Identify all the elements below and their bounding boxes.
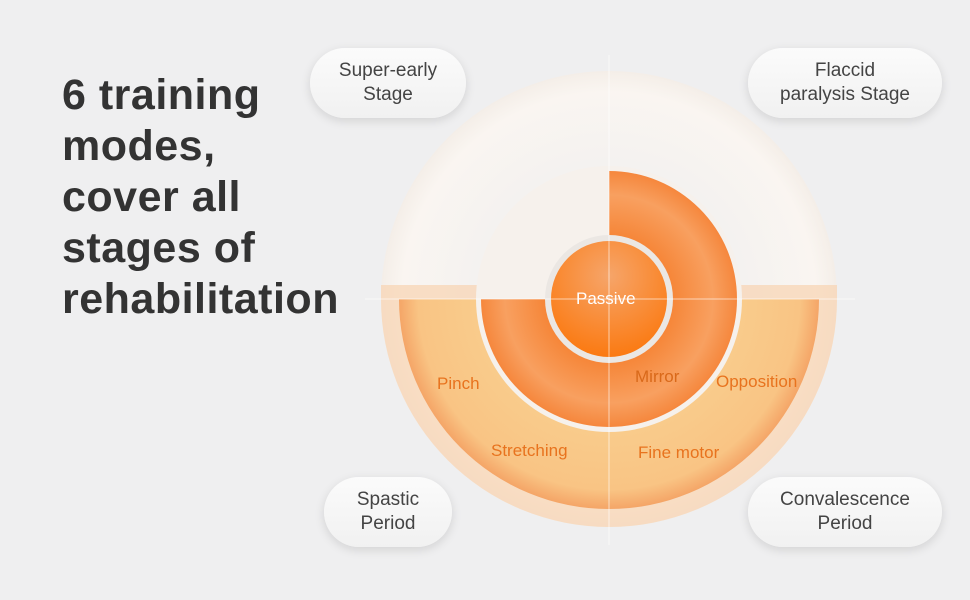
headline-line: stages of: [62, 224, 256, 272]
stage-label: Super-early: [338, 60, 438, 81]
stage-label: Stage: [363, 84, 413, 105]
stage-label: Convalescence: [780, 489, 910, 510]
stage-label: Spastic: [356, 489, 420, 510]
headline: 6 training modes, cover all stages of re…: [62, 70, 339, 325]
mode-passive: Passive: [576, 289, 636, 308]
stage-flaccid: Flaccid paralysis Stage: [748, 48, 942, 118]
mode-pinch: Pinch: [437, 374, 480, 393]
stage-label: Period: [360, 513, 416, 534]
stage-convalescence: Convalescence Period: [748, 477, 942, 547]
headline-line: modes,: [62, 122, 216, 170]
headline-line: 6 training: [62, 71, 261, 119]
stage-label: Period: [817, 513, 873, 534]
headline-line: cover all: [62, 173, 241, 221]
stage-label: Flaccid: [814, 60, 876, 81]
mode-stretching: Stretching: [491, 441, 568, 460]
mode-mirror: Mirror: [635, 367, 680, 386]
stage-spastic: Spastic Period: [324, 477, 452, 547]
headline-line: rehabilitation: [62, 275, 339, 323]
stage-label: paralysis Stage: [780, 84, 910, 105]
mode-fine-motor: Fine motor: [638, 443, 720, 462]
stage-super-early: Super-early Stage: [310, 48, 466, 118]
mode-opposition: Opposition: [716, 372, 798, 391]
